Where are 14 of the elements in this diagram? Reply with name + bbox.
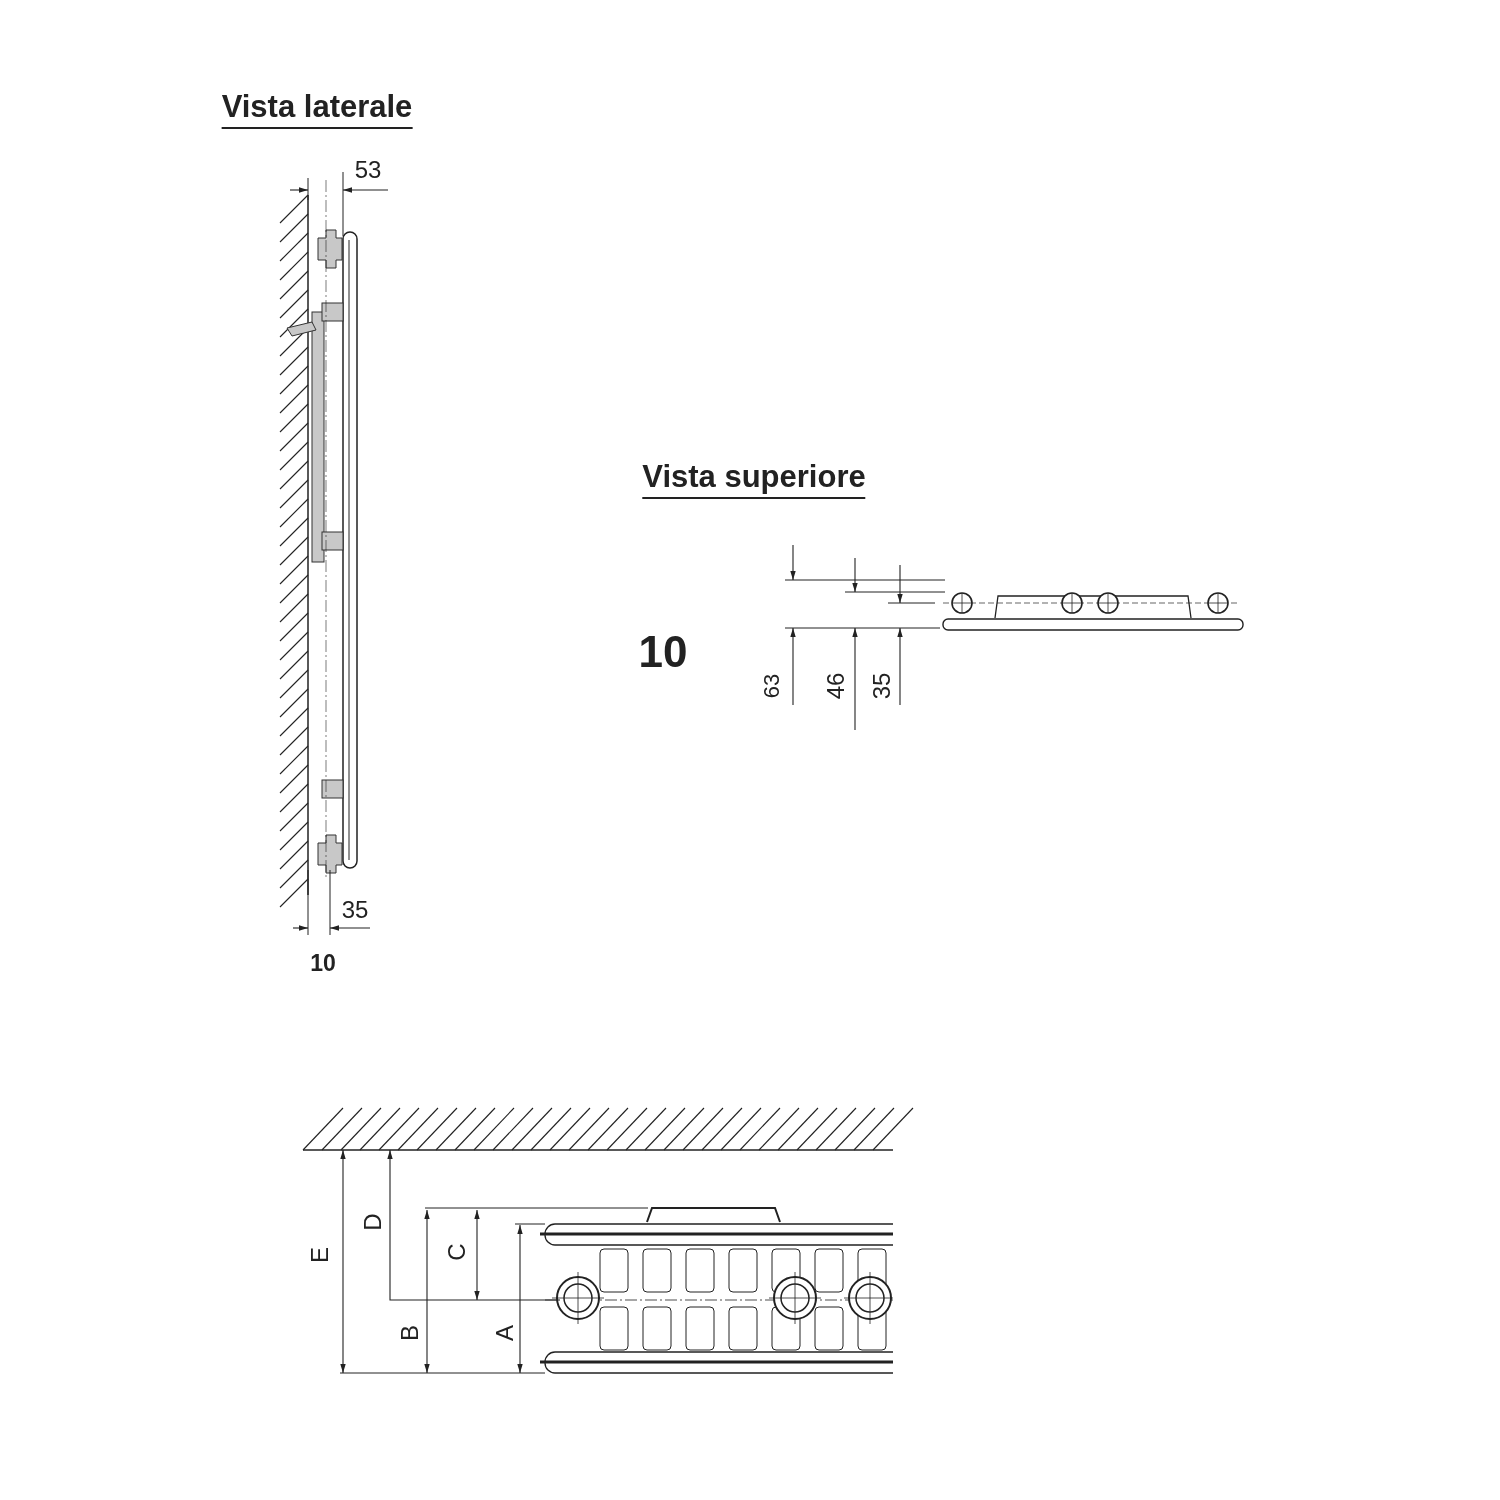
- model-number: 10: [638, 630, 688, 674]
- dimension-label: 10: [310, 951, 336, 975]
- dimension-label: B: [398, 1325, 422, 1341]
- view-heading: Vista laterale: [221, 91, 413, 129]
- dimension-label: 46: [824, 672, 848, 700]
- dimension-label: 35: [870, 672, 894, 700]
- dimension-label: 35: [341, 898, 369, 922]
- dimension-label: C: [445, 1243, 469, 1261]
- dimension-label: 63: [761, 673, 783, 699]
- dimension-label: E: [308, 1247, 332, 1263]
- view-heading: Vista superiore: [642, 461, 866, 499]
- dimension-label: D: [361, 1213, 385, 1231]
- dimension-label: A: [493, 1325, 517, 1341]
- dimension-label: 53: [354, 158, 382, 182]
